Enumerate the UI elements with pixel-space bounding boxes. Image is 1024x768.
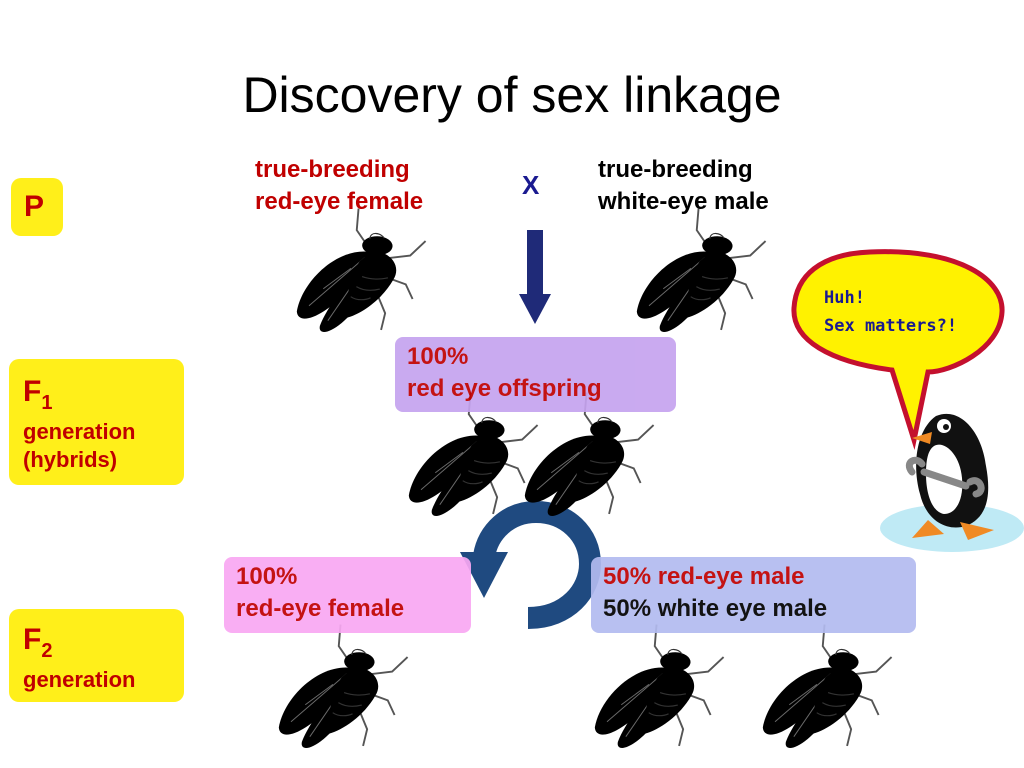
cycle-arrow-icon [460,500,602,629]
generation-f2-subscript: 2 [41,640,53,662]
cross-down-arrow [519,230,551,324]
speech-bubble-line1: Huh! [824,288,865,308]
penguin-icon [880,413,1024,552]
f2-male-line1: 50% red-eye male [603,563,805,590]
generation-f1-line2: (hybrids) [23,447,118,472]
speech-bubble-text: Huh! Sex matters?! [824,284,957,340]
fly-p-male [631,199,777,358]
generation-f2-line1: generation [23,667,136,692]
male-parent-line2: white-eye male [598,188,769,215]
cross-symbol: X [522,170,540,200]
generation-p-box: P [11,178,63,236]
f2-female-line1: 100% [236,563,298,590]
generation-p-label: P [24,190,45,223]
fly-f2-male-red [589,615,735,768]
speech-bubble [791,249,1005,450]
f2-female-box: 100% red-eye female [224,557,471,633]
f1-result-line1: 100% [407,343,469,370]
fly-f2-male-white [757,615,903,768]
female-parent-line1: true-breeding [255,156,410,183]
male-parent-line1: true-breeding [598,156,753,183]
male-parent-label: true-breeding white-eye male [598,154,769,218]
generation-f2-box: F2 generation [9,609,184,702]
female-parent-label: true-breeding red-eye female [255,154,423,218]
fly-f2-female [273,615,419,768]
generation-f1-subscript: 1 [41,392,53,414]
generation-f2-letter: F [23,623,42,656]
speech-bubble-line2: Sex matters?! [824,316,958,336]
f2-male-box: 50% red-eye male 50% white eye male [591,557,916,633]
f1-result-box: 100% red eye offspring [395,337,676,412]
female-parent-line2: red-eye female [255,188,424,215]
f2-male-line2: 50% white eye male [603,595,828,622]
fly-p-female [291,199,437,358]
f2-female-line2: red-eye female [236,595,405,622]
generation-f1-letter: F [23,375,42,408]
generation-f1-line1: generation [23,419,136,444]
page-title: Discovery of sex linkage [242,67,782,123]
generation-f1-box: F1 generation (hybrids) [9,359,184,485]
f1-result-line2: red eye offspring [407,375,602,402]
